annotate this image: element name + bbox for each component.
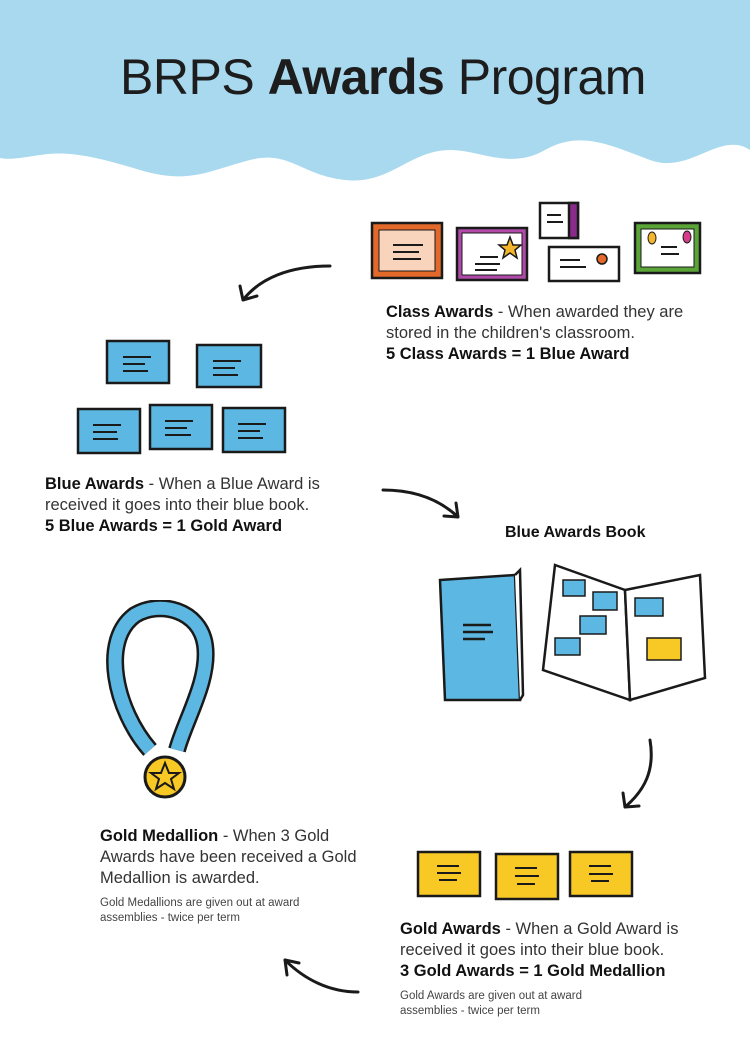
class-award-orange (370, 221, 444, 280)
blue-award (76, 407, 142, 455)
closed-blue-book (438, 567, 525, 702)
blue-award (195, 343, 263, 389)
gold-award (494, 852, 560, 901)
gold-award (568, 850, 634, 898)
page-title: BRPS Awards Program (120, 49, 646, 105)
class-awards-illustration (370, 201, 702, 283)
class-award-purple-edge (538, 201, 580, 240)
gold-award (416, 850, 482, 898)
blue-awards-book-illustration (438, 563, 707, 702)
blue-awards-text: Blue Awards - When a Blue Award is recei… (45, 475, 320, 535)
gold-awards-text: Gold Awards - When a Gold Award is recei… (400, 920, 679, 980)
header-wave-background (0, 0, 750, 181)
blue-book-label: Blue Awards Book (505, 524, 646, 541)
gold-awards-illustration (416, 850, 634, 901)
gold-awards-note: Gold Awards are given out at award assem… (400, 990, 582, 1017)
open-blue-book (541, 563, 707, 702)
gold-medallion-note: Gold Medallions are given out at award a… (100, 897, 300, 924)
blue-award (105, 339, 171, 385)
gold-medallion-text: Gold Medallion - When 3 Gold Awards have… (100, 827, 357, 887)
arrow-to-gold-medallion-icon (283, 958, 360, 994)
arrow-to-blue-awards-icon (238, 264, 332, 302)
blue-award (221, 406, 287, 454)
class-award-ribbon (547, 245, 621, 283)
arrow-to-blue-book-icon (381, 488, 460, 519)
class-award-purple-star (455, 226, 529, 282)
blue-award (148, 403, 214, 451)
class-award-balloons (633, 221, 702, 275)
arrow-to-gold-awards-icon (621, 738, 653, 809)
blue-awards-illustration (76, 339, 287, 455)
gold-medallion-illustration (106, 600, 215, 799)
class-awards-text: Class Awards - When awarded they are sto… (386, 303, 684, 363)
star-icon (148, 760, 182, 792)
